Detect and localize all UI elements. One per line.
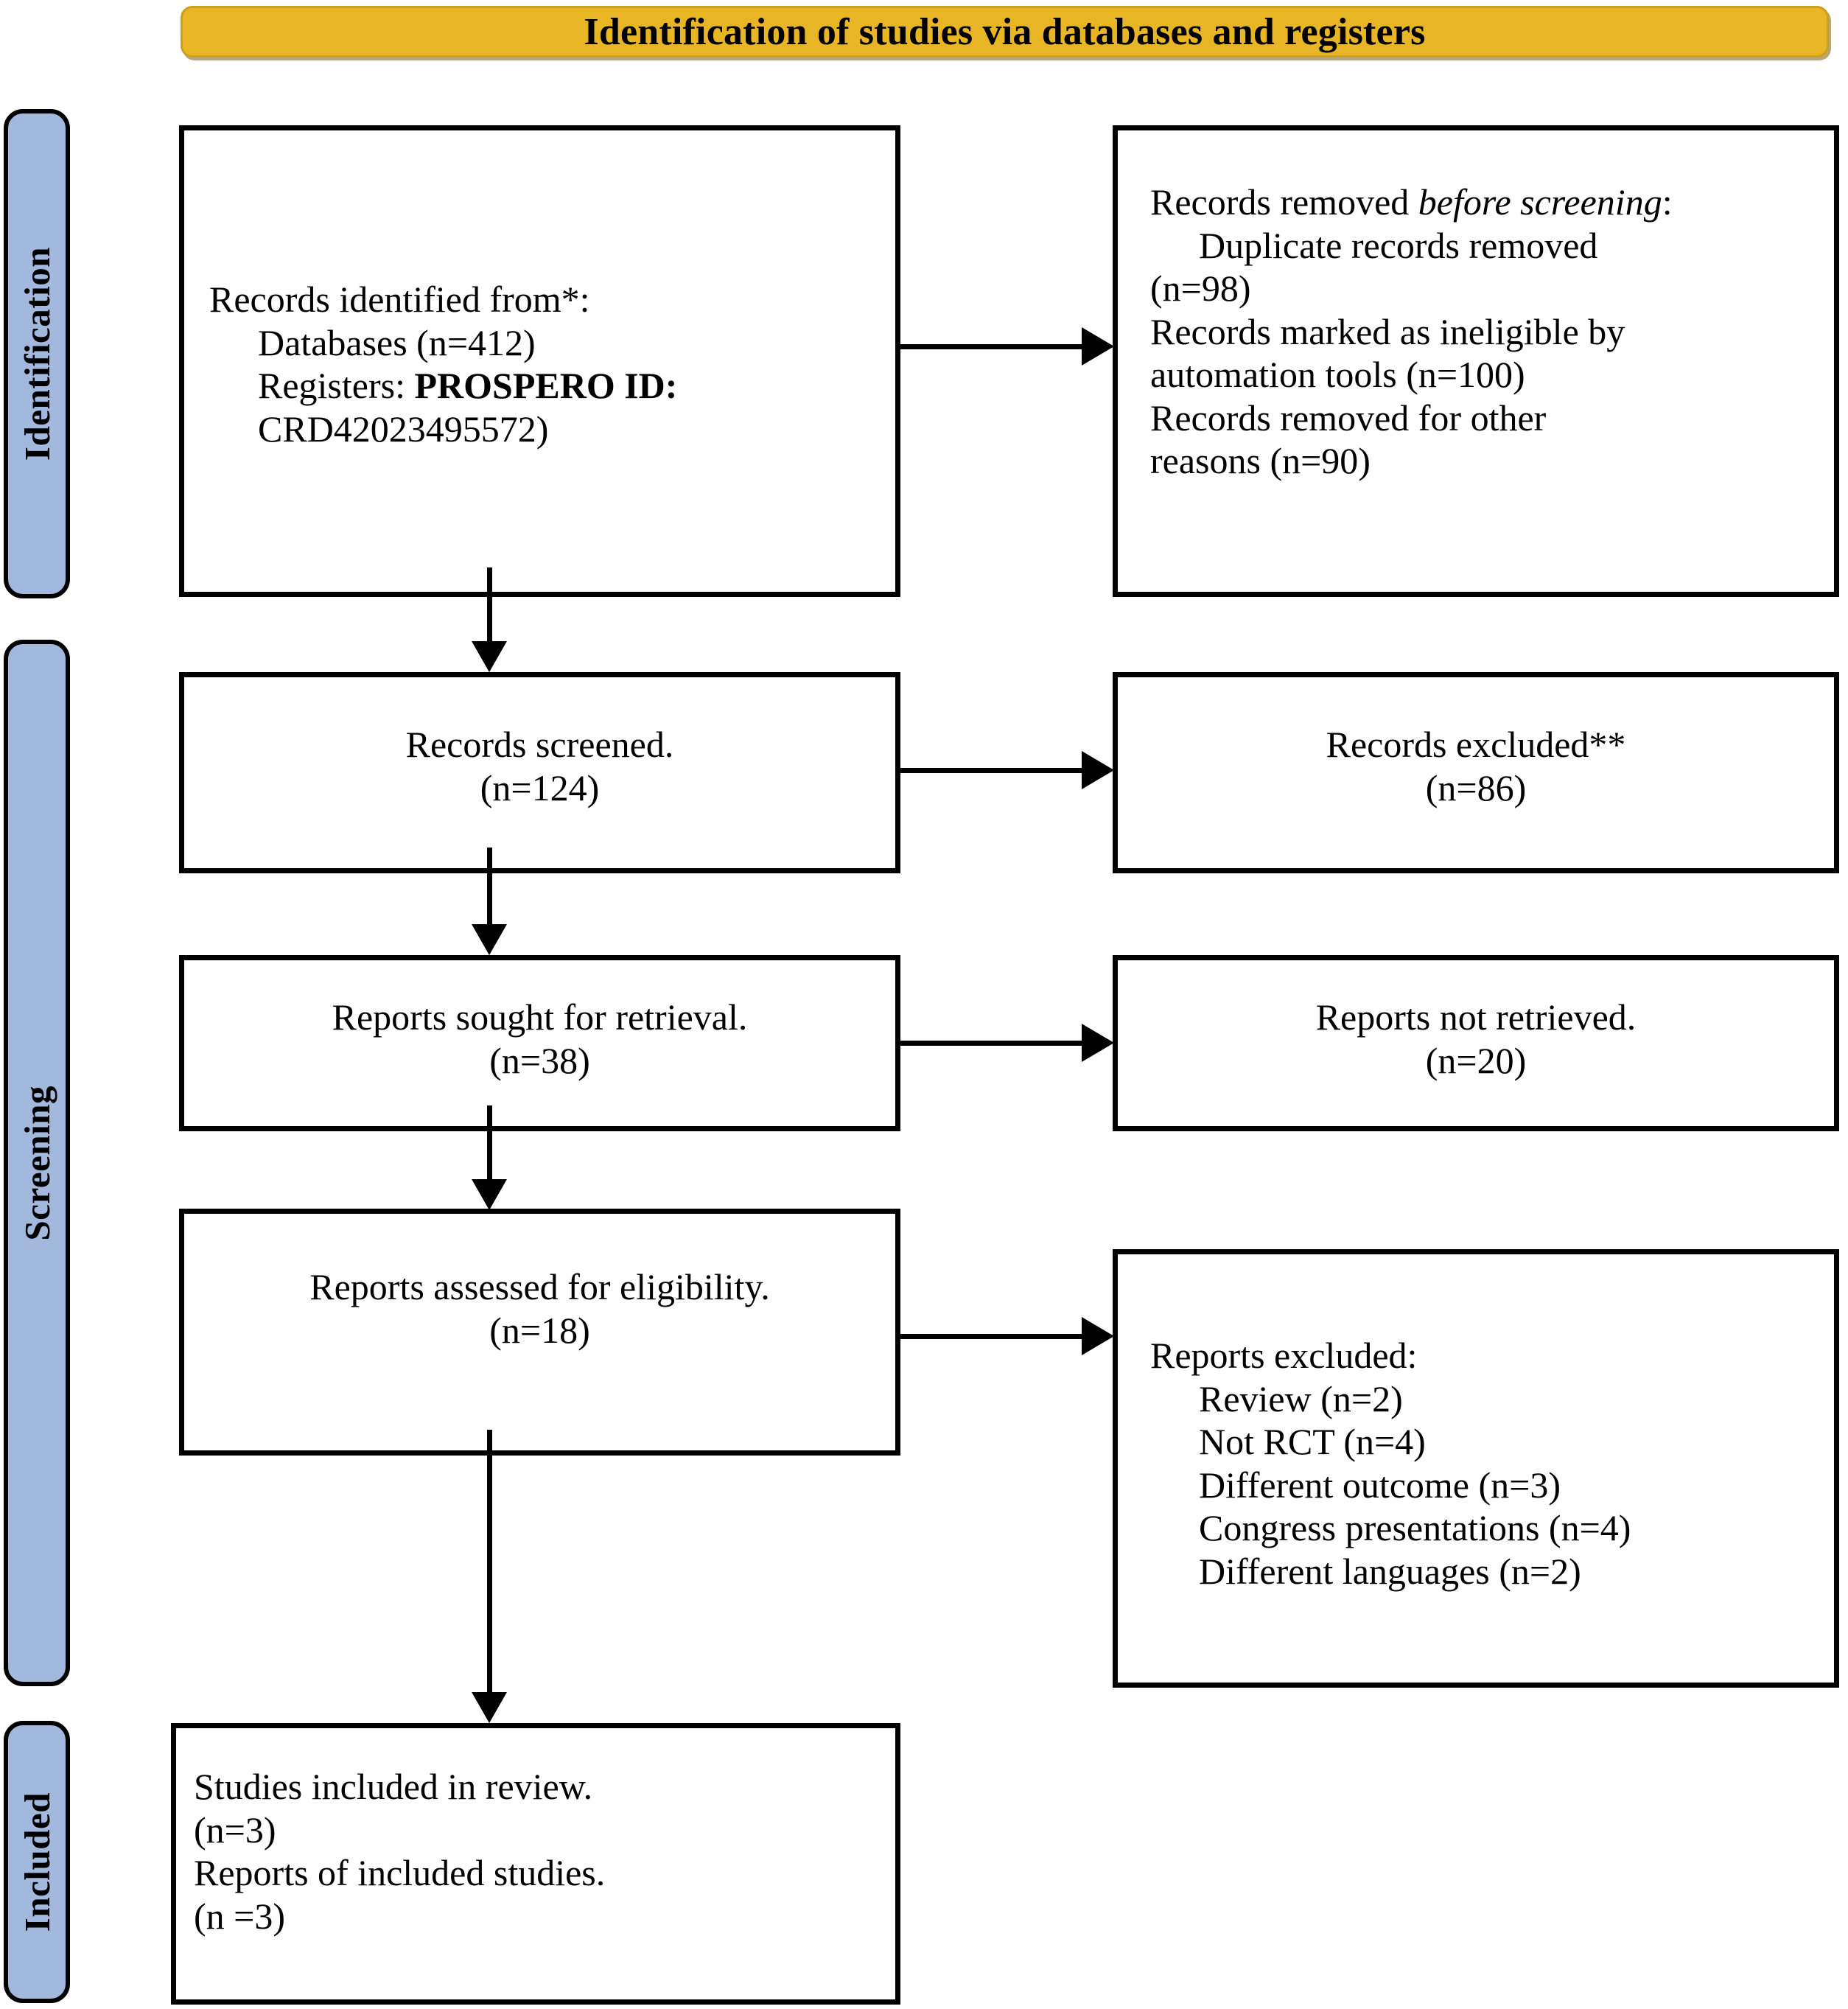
records-excluded-line2: (n=86) [1425, 766, 1527, 808]
records-identified-line1: Records identified from*: [209, 279, 590, 320]
reports-excluded-reason: Review (n=2) [1199, 1377, 1403, 1419]
connector-screened-to-sought [487, 848, 492, 929]
phase-label-included-text: Included [16, 1792, 57, 1932]
records-removed-line1-suffix: : [1662, 181, 1673, 223]
connector-assessed-to-excluded [900, 1334, 1085, 1339]
box-studies-included-in-review: Studies included in review. (n=3) Report… [171, 1723, 900, 2005]
reports-excluded-reason: Different languages (n=2) [1199, 1550, 1581, 1592]
box-records-identified: Records identified from*: Databases (n=4… [179, 125, 900, 597]
reports-assessed-line2: (n=18) [489, 1309, 590, 1351]
records-identified-line3: Registers: PROSPERO ID: [209, 364, 870, 408]
connector-assessed-to-included [487, 1430, 492, 1695]
phase-label-identification: Identification [4, 109, 70, 598]
arrowhead-sought-to-not-retrieved [1082, 1024, 1114, 1062]
box-records-excluded: Records excluded** (n=86) [1113, 672, 1839, 873]
arrowhead-screened-to-sought [472, 924, 507, 955]
studies-included-line3: Reports of included studies. [194, 1852, 606, 1893]
arrowhead-screened-to-excluded [1082, 751, 1114, 789]
records-identified-line3-prefix: Registers: [258, 365, 415, 406]
records-removed-line1-italic: before screening [1418, 181, 1662, 223]
box-records-removed-before-screening: Records removed before screening: Duplic… [1113, 125, 1839, 597]
arrowhead-identified-to-screened [472, 641, 507, 672]
phase-label-included: Included [4, 1721, 70, 2003]
box-reports-assessed-for-eligibility: Reports assessed for eligibility. (n=18) [179, 1209, 900, 1456]
records-excluded-line1: Records excluded** [1326, 724, 1626, 765]
connector-sought-to-not-retrieved [900, 1041, 1085, 1046]
records-identified-line2: Databases (n=412) [258, 321, 536, 363]
arrowhead-identified-to-removed [1082, 327, 1114, 366]
records-removed-line3: (n=98) [1150, 268, 1251, 309]
records-removed-line7: reasons (n=90) [1150, 440, 1371, 481]
reports-not-retrieved-line1: Reports not retrieved. [1315, 996, 1637, 1038]
records-removed-line1-prefix: Records removed [1150, 181, 1418, 223]
connector-screened-to-excluded [900, 768, 1085, 773]
reports-excluded-line1: Reports excluded: [1150, 1335, 1418, 1376]
banner-title: Identification of studies via databases … [584, 10, 1426, 53]
reports-sought-line1: Reports sought for retrieval. [332, 996, 748, 1038]
box-reports-excluded: Reports excluded: Review (n=2) Not RCT (… [1113, 1249, 1839, 1688]
reports-excluded-reason: Different outcome (n=3) [1199, 1464, 1561, 1506]
arrowhead-assessed-to-included [472, 1692, 507, 1723]
connector-sought-to-assessed [487, 1105, 492, 1185]
records-removed-line2: Duplicate records removed [1199, 224, 1598, 266]
records-screened-line1: Records screened. [405, 724, 674, 765]
diagram-banner: Identification of studies via databases … [181, 6, 1829, 57]
records-identified-prospero-id: PROSPERO ID: [414, 365, 678, 406]
studies-included-line2: (n=3) [194, 1809, 276, 1851]
box-records-screened: Records screened. (n=124) [179, 672, 900, 873]
arrowhead-sought-to-assessed [472, 1179, 507, 1210]
box-reports-not-retrieved: Reports not retrieved. (n=20) [1113, 955, 1839, 1131]
arrowhead-assessed-to-excluded [1082, 1317, 1114, 1355]
studies-included-line4: (n =3) [194, 1895, 285, 1937]
records-removed-line5: automation tools (n=100) [1150, 354, 1525, 395]
records-identified-line4: CRD42023495572) [258, 408, 549, 450]
phase-label-identification-text: Identification [16, 246, 57, 461]
reports-not-retrieved-line2: (n=20) [1425, 1039, 1527, 1081]
box-reports-sought-for-retrieval: Reports sought for retrieval. (n=38) [179, 955, 900, 1131]
connector-identified-to-screened [487, 567, 492, 647]
records-removed-line6: Records removed for other [1150, 396, 1547, 439]
reports-sought-line2: (n=38) [489, 1039, 590, 1081]
records-screened-line2: (n=124) [480, 766, 600, 808]
records-removed-line4: Records marked as ineligible by [1150, 310, 1625, 352]
connector-identified-to-removed [900, 344, 1085, 349]
studies-included-line1: Studies included in review. [194, 1766, 593, 1807]
records-removed-line1: Records removed before screening: [1150, 181, 1802, 224]
reports-excluded-reason: Not RCT (n=4) [1199, 1421, 1426, 1462]
reports-assessed-line1: Reports assessed for eligibility. [309, 1266, 770, 1307]
phase-label-screening: Screening [4, 640, 70, 1686]
phase-label-screening-text: Screening [16, 1085, 57, 1241]
reports-excluded-reason: Congress presentations (n=4) [1199, 1507, 1631, 1548]
